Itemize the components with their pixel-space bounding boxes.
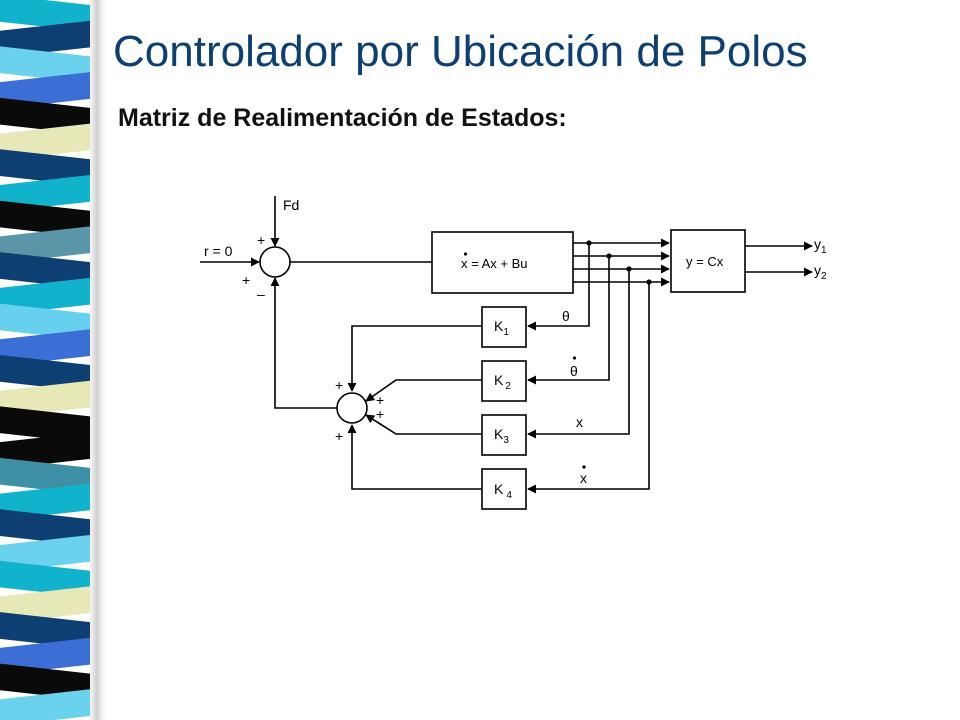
sum1-sign-left: + [242,272,250,288]
gain-block-k4 [481,468,527,510]
sidebar-stripe [0,457,90,495]
plant-derivative-dot [463,252,468,256]
plant-equation: x = Ax + Bu [461,256,528,271]
gain-block-k1 [481,306,527,348]
sidebar-stripe [0,20,90,58]
sum2-sign-top: + [335,377,343,393]
k3-output-line [365,414,482,435]
k2-output-line [365,379,482,402]
summing-junction-input [259,246,291,278]
sidebar-stripe [0,277,90,315]
state-label-theta-dot: θ [570,363,578,379]
sidebar-stripe [0,149,90,186]
sidebar-stripe [0,406,90,444]
sidebar-stripe [0,175,90,212]
sidebar-stripe [0,432,90,469]
sidebar-stripe [0,586,90,624]
state-label-x-dot: x [580,470,587,486]
output-label-y2: y2 [814,262,827,282]
sidebar-stripe [0,226,90,264]
sidebar-stripe [0,380,90,418]
sum2-sign-right1: + [376,392,384,408]
gain-label-k1: K1 [494,318,509,338]
sidebar-stripe [0,97,90,135]
gain-block-k2 [481,360,527,402]
sidebar-stripe [0,560,90,598]
sum1-sign-bottom: – [257,286,265,302]
total-feedback-line [270,277,337,409]
sidebar-stripe [0,663,90,701]
sidebar-stripe [0,612,90,649]
sum2-sign-right2: + [376,406,384,422]
sidebar-stripe [0,200,90,238]
summing-junction-feedback [336,392,368,424]
sidebar-stripe [0,303,90,341]
theta-feedback-line [527,243,590,331]
theta-derivative-dot [572,356,577,360]
sum2-sign-bottom: + [335,428,343,444]
sidebar-stripe [0,689,90,720]
sidebar-stripe [0,252,90,289]
gain-block-k3 [481,414,527,456]
sidebar-stripe [0,355,90,392]
sidebar-stripe [0,509,90,546]
k1-output-line [347,325,482,392]
x-feedback-line [527,269,630,439]
gain-label-k3: K3 [494,426,509,446]
sidebar-stripe [0,329,90,366]
output-equation: y = Cx [686,254,724,269]
output-label-y1: y1 [814,236,827,256]
x-dot-feedback-line [527,282,650,494]
sum1-sign-top: + [257,232,265,248]
slide-subtitle: Matriz de Realimentación de Estados: [118,104,567,132]
theta-dot-feedback-line [527,256,610,385]
decorative-sidebar [0,0,108,720]
state-label-x: x [576,414,583,430]
sidebar-stripe [0,483,90,521]
sidebar-stripe [0,637,90,675]
k4-output-line [347,424,482,490]
sidebar-stripe [0,72,90,109]
sidebar-stripe [0,123,90,161]
state-label-theta: θ [562,308,570,324]
sidebar-stripe [0,535,90,572]
sidebar-stripe [0,46,90,84]
slide-title: Controlador por Ubicación de Polos [113,27,808,76]
output-block [670,229,746,293]
disturbance-label: Fd [283,197,299,213]
x-derivative-dot [582,465,586,469]
sidebar-strip [0,0,90,720]
reference-input-label: r = 0 [204,243,233,259]
